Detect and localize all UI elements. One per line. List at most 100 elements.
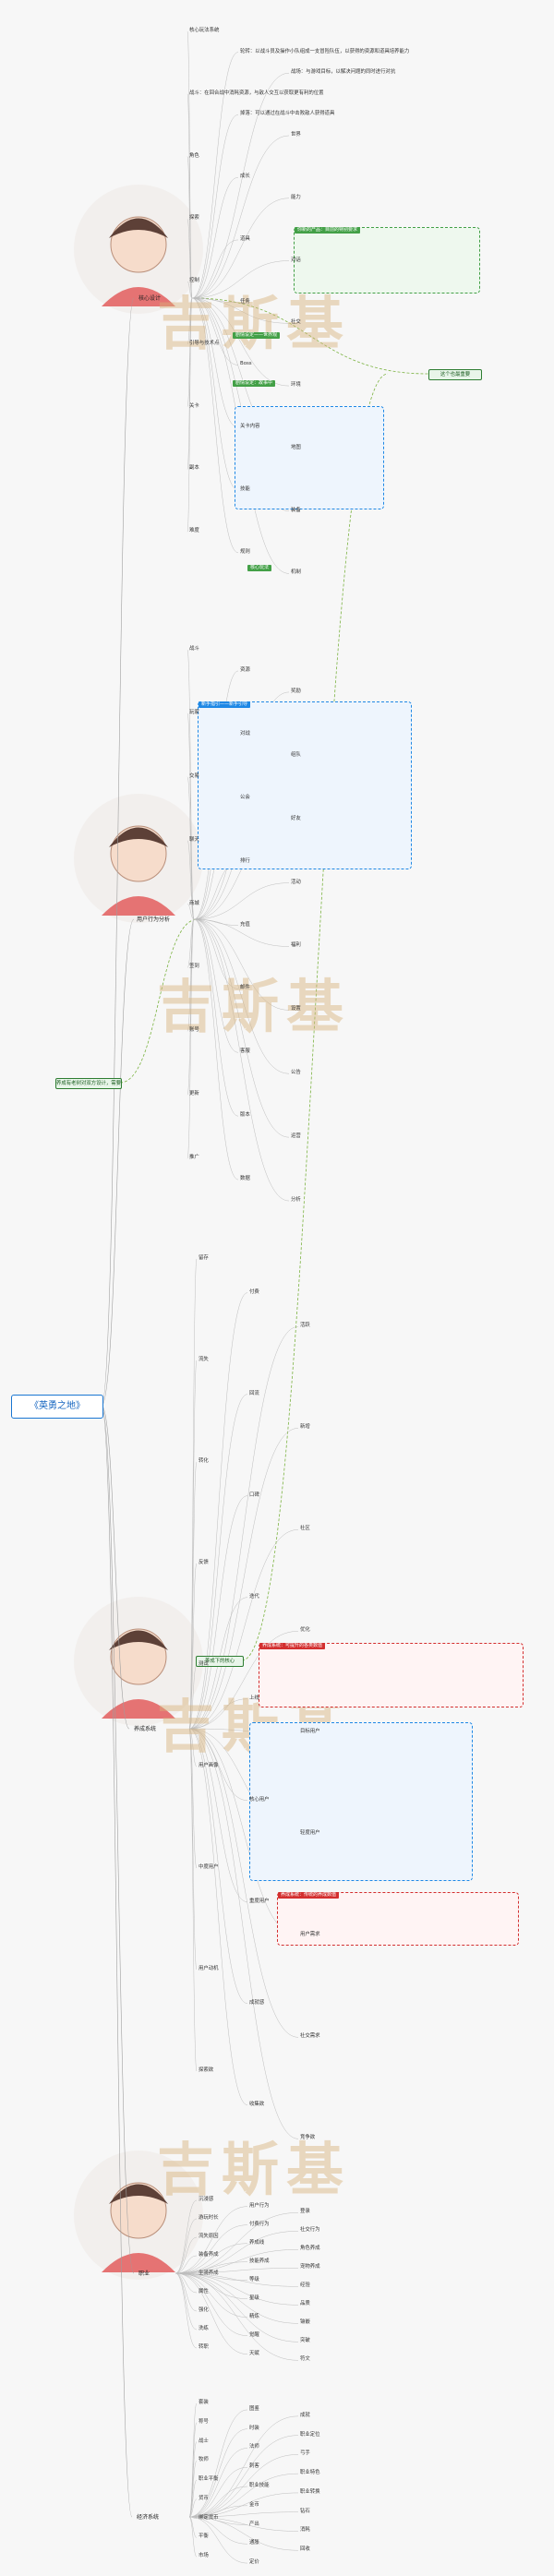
map-node[interactable]: 法师 [249,2444,259,2450]
map-node[interactable]: 成就 [300,2412,310,2418]
branch-growth[interactable]: 养成系统 [134,1726,157,1732]
map-node[interactable]: 账号 [189,1027,199,1034]
map-node[interactable]: 市场 [199,2553,209,2559]
map-node[interactable]: 时装 [249,2425,259,2431]
map-node[interactable]: 刺客 [249,2463,259,2470]
map-node[interactable]: 地图 [291,444,301,450]
map-node[interactable]: 属性 [199,2289,209,2294]
map-node[interactable]: 精炼 [249,2313,259,2319]
map-node[interactable]: 流失 [199,1357,209,1362]
map-node[interactable]: 登录 [300,2209,310,2215]
map-node[interactable]: 上线 [249,1695,259,1701]
map-node[interactable]: 宠物养成 [300,2264,320,2270]
map-node[interactable]: 角色养成 [300,2246,320,2252]
map-node[interactable]: 奖励 [291,688,301,694]
map-node[interactable]: 战斗 [189,646,199,652]
map-node[interactable]: 新增 [300,1424,310,1431]
map-node[interactable]: 分析 [291,1197,301,1204]
map-node[interactable]: 设置 [291,1006,301,1012]
map-node[interactable]: 运营 [291,1133,301,1140]
map-node[interactable]: 牧师 [199,2457,209,2463]
map-node[interactable]: 玩家 [189,709,199,715]
map-node[interactable]: 养成线 [249,2239,265,2246]
map-node[interactable]: 钻石 [300,2508,310,2514]
map-node[interactable]: 组队 [291,751,301,758]
map-node[interactable]: 技能 [240,486,250,493]
map-node[interactable]: 掉落：可以通过在战斗中击败敌人获得道具 [240,111,335,117]
map-node[interactable]: 测试 [199,1661,209,1667]
map-node[interactable]: 公告 [291,1070,301,1076]
map-node[interactable]: 任务 [240,298,250,305]
map-node[interactable]: 推广 [189,1155,199,1161]
map-node[interactable]: 职业技能 [249,2483,270,2488]
map-node[interactable]: 迭代 [249,1593,259,1600]
map-node[interactable]: 弓手 [300,2450,310,2457]
map-node[interactable]: 战士 [199,2438,209,2444]
map-node[interactable]: 觉醒 [249,2331,259,2338]
map-node[interactable]: 环境 [291,382,301,389]
map-node[interactable]: 平衡 [199,2534,209,2540]
map-node[interactable]: 充值 [240,921,250,928]
map-node[interactable]: 对战 [240,730,250,737]
map-node[interactable]: 经验 [300,2282,310,2289]
map-node[interactable]: 资源 [240,666,250,673]
map-node[interactable]: 商城 [189,900,199,906]
map-node[interactable]: 世界 [291,131,301,138]
map-node[interactable]: 留存 [199,1255,209,1261]
map-node[interactable]: 目标用户 [300,1729,320,1735]
map-node[interactable]: 探索 [189,215,199,222]
map-node[interactable]: 社交 [291,319,301,326]
map-node[interactable]: 品质 [300,2301,310,2307]
map-node[interactable]: 数据 [240,1176,250,1182]
map-node[interactable]: 消耗 [300,2527,310,2534]
cross-link-label[interactable]: 养成有老树对双方设计，需要 [55,1078,122,1089]
map-node[interactable]: Boss [240,361,252,367]
cross-link-label[interactable]: 这个也最重要 [428,369,482,380]
map-node[interactable]: 职业平衡 [199,2476,219,2483]
map-node[interactable]: 核心玩法系统 [189,28,220,33]
map-node[interactable]: 规则 [240,548,250,555]
map-node[interactable]: 核心用户 [249,1796,270,1803]
map-node[interactable]: 轻度用户 [300,1830,320,1837]
map-node[interactable]: 转化 [199,1458,209,1464]
map-node[interactable]: 用户需求 [300,1932,320,1938]
map-node[interactable]: 签到 [189,964,199,970]
map-node[interactable]: 交易 [189,773,199,779]
cross-link-label[interactable]: 养成下的核心 [196,1656,244,1667]
map-node[interactable]: 能力 [291,194,301,200]
branch-economy[interactable]: 经济系统 [137,2514,160,2521]
map-node[interactable]: 战场：与游戏目标，以解决问题的同时进行对抗 [291,69,396,76]
map-node[interactable]: 付费 [249,1288,259,1295]
map-node[interactable]: 活动 [291,879,301,885]
map-node[interactable]: 竞争欲 [300,2135,316,2141]
map-node[interactable]: 套装 [199,2400,209,2405]
map-node[interactable]: 战斗：在回合战中消耗资源，与敌人交互以获取更有利的位置 [189,90,324,96]
map-node[interactable]: 绑定货币 [199,2514,219,2521]
map-node[interactable]: 机制 [291,569,301,576]
map-node[interactable]: 星级 [249,2294,259,2301]
map-node[interactable]: 称号 [199,2418,209,2425]
map-node[interactable]: 难度 [189,528,199,534]
map-node[interactable]: 突破 [300,2338,310,2344]
map-node[interactable]: 产出 [249,2521,259,2527]
map-node[interactable]: 天赋 [249,2350,259,2356]
branch-core[interactable]: 核心设计 [138,295,162,302]
map-node[interactable]: 洗练 [199,2326,209,2331]
map-node[interactable]: 沉浸感 [199,2197,214,2202]
map-node[interactable]: 版本 [240,1112,250,1119]
map-node[interactable]: 客服 [240,1048,250,1055]
map-node[interactable]: 好友 [291,815,301,821]
map-node[interactable]: 轮转：以战斗员及操作小队组成一支冒险队伍，以获得的资源和道具培养能力 [240,48,410,54]
map-node[interactable]: 邮件 [240,985,250,991]
branch-user[interactable]: 用户行为分析 [137,917,171,923]
map-node[interactable]: 重度用户 [249,1898,270,1904]
map-node[interactable]: 聊天 [189,836,199,843]
map-node[interactable]: 副本 [189,465,199,472]
map-node[interactable]: 优化 [300,1627,310,1634]
map-node[interactable]: 等级 [249,2276,259,2282]
map-node[interactable]: 装备 [291,507,301,513]
root-node[interactable]: 《英勇之地》 [11,1395,103,1419]
map-node[interactable]: 强化 [199,2307,209,2313]
map-node[interactable]: 符文 [300,2356,310,2363]
map-node[interactable]: 通胀 [249,2540,259,2546]
